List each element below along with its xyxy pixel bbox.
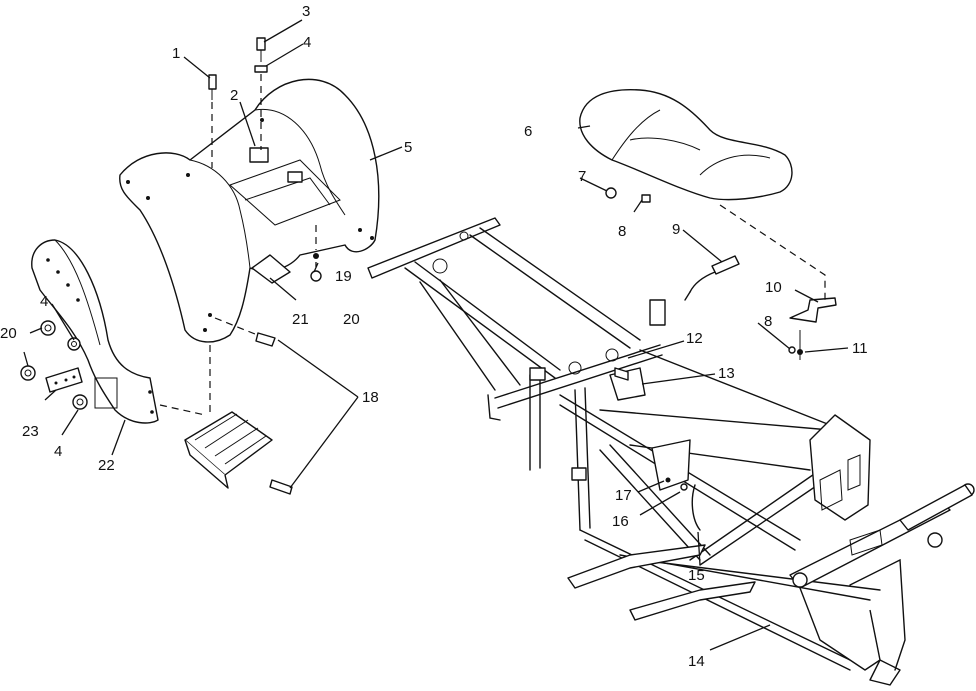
callout-5: 5	[404, 139, 412, 156]
callout-21: 21	[292, 311, 309, 328]
callout-14: 14	[688, 653, 705, 670]
callout-23: 23	[22, 423, 39, 440]
latch-bracket	[789, 297, 837, 323]
callout-10: 10	[765, 279, 782, 296]
clip-15	[691, 484, 701, 531]
footrest-part	[184, 411, 273, 489]
latch-lever	[684, 255, 740, 301]
mud-flap-part	[251, 254, 291, 284]
callout-8: 8	[618, 223, 626, 240]
callout-8b: 8	[764, 313, 772, 330]
callout-13: 13	[718, 365, 735, 382]
side-fender-part	[31, 239, 159, 424]
callout-17: 17	[615, 487, 632, 504]
callout-19: 19	[335, 268, 352, 285]
seat-screw	[641, 194, 651, 203]
callout-6: 6	[524, 123, 532, 140]
callout-9: 9	[672, 221, 680, 238]
callout-22: 22	[98, 457, 115, 474]
callout-16: 16	[612, 513, 629, 530]
hardware-left	[20, 320, 88, 410]
assembly-lines-left	[159, 74, 317, 416]
rivet-17	[665, 477, 671, 483]
callout-7: 7	[578, 168, 586, 185]
rear-fender-part	[119, 78, 380, 343]
callout-20b: 20	[0, 325, 17, 342]
callout-3: 3	[302, 3, 310, 20]
callout-20: 20	[343, 311, 360, 328]
callout-4: 4	[303, 34, 311, 51]
callout-1: 1	[172, 45, 180, 62]
callout-4c: 4	[54, 443, 62, 460]
callout-12: 12	[686, 330, 703, 347]
frame-part	[367, 217, 975, 686]
bolts	[208, 37, 322, 495]
leader-lines	[23, 19, 849, 651]
callouts: 1 2 3 4 5 6 7 8 9 10 8 11 12 13 14 15 16…	[0, 3, 868, 670]
seat-part	[579, 88, 793, 201]
callout-11: 11	[852, 340, 868, 357]
callout-18: 18	[362, 389, 379, 406]
callout-15: 15	[688, 567, 705, 584]
fastener-16	[680, 483, 688, 491]
callout-2: 2	[230, 87, 238, 104]
callout-4b: 4	[40, 293, 48, 310]
seat-nut	[605, 187, 617, 199]
